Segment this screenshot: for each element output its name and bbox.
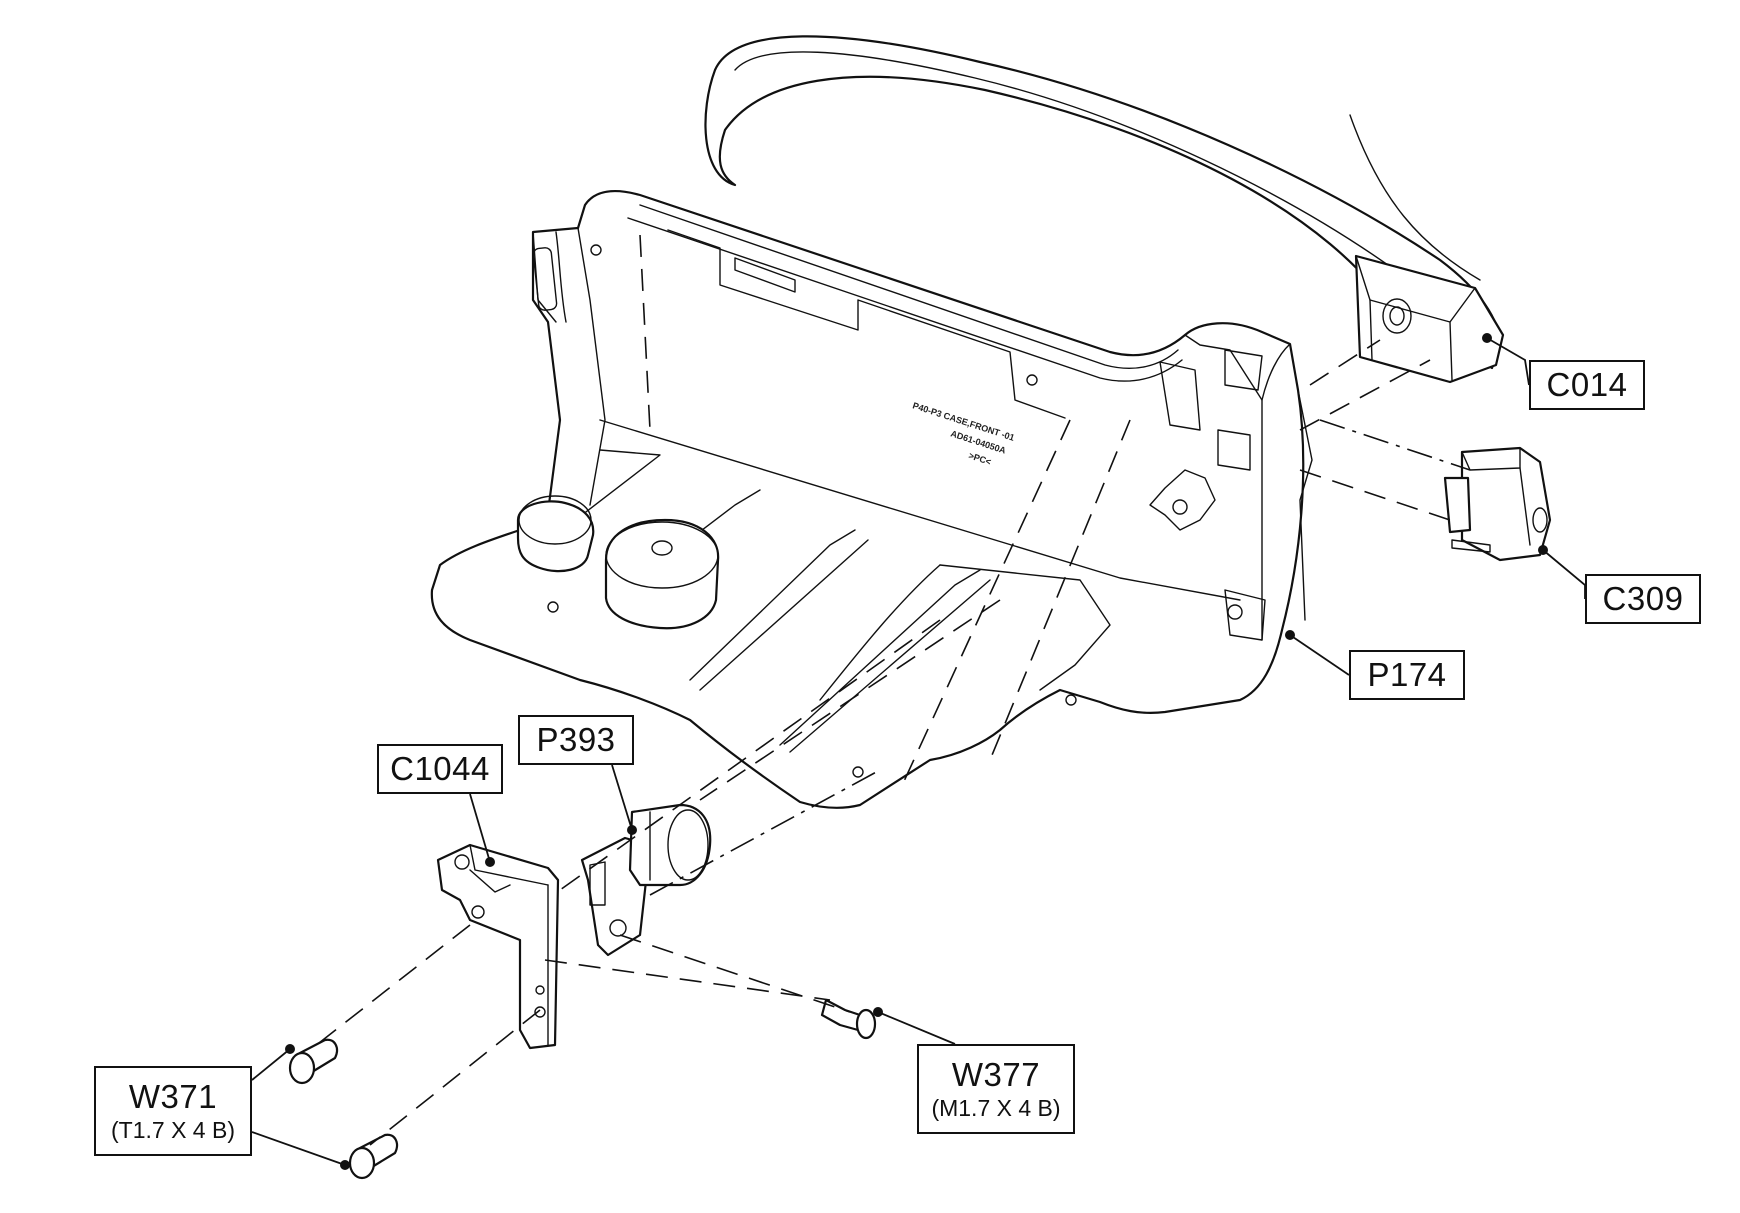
bracket-part xyxy=(436,843,560,1050)
callout-w377: W377 (M1.7 X 4 B) xyxy=(917,1044,1075,1134)
part-code: C309 xyxy=(1602,579,1684,617)
part-code: C014 xyxy=(1546,365,1628,403)
callout-p393: P393 xyxy=(518,715,634,765)
callout-c309: C309 xyxy=(1585,574,1701,624)
part-code: C1044 xyxy=(390,749,490,787)
part-code: P393 xyxy=(536,720,616,758)
svg-text:>PC<: >PC< xyxy=(967,450,992,467)
screw-spec: (T1.7 X 4 B) xyxy=(111,1117,235,1144)
clip-part xyxy=(1443,446,1552,562)
case-part: P40-P3 CASE,FRONT -01 AD61-04050A >PC< xyxy=(430,190,1313,809)
strap-part xyxy=(704,35,1505,384)
part-code: P174 xyxy=(1367,655,1447,693)
callout-c1044: C1044 xyxy=(377,744,503,794)
part-code: W377 xyxy=(951,1055,1041,1093)
screw-spec: (M1.7 X 4 B) xyxy=(931,1095,1061,1122)
callout-p174: P174 xyxy=(1349,650,1465,700)
assembly-lines xyxy=(309,234,1471,1146)
callout-c014: C014 xyxy=(1529,360,1645,410)
callout-leaders xyxy=(251,333,1586,1170)
callout-w371: W371 (T1.7 X 4 B) xyxy=(94,1066,252,1156)
part-code: W371 xyxy=(128,1077,218,1115)
screw-part xyxy=(288,998,877,1180)
jack-part xyxy=(580,803,712,957)
